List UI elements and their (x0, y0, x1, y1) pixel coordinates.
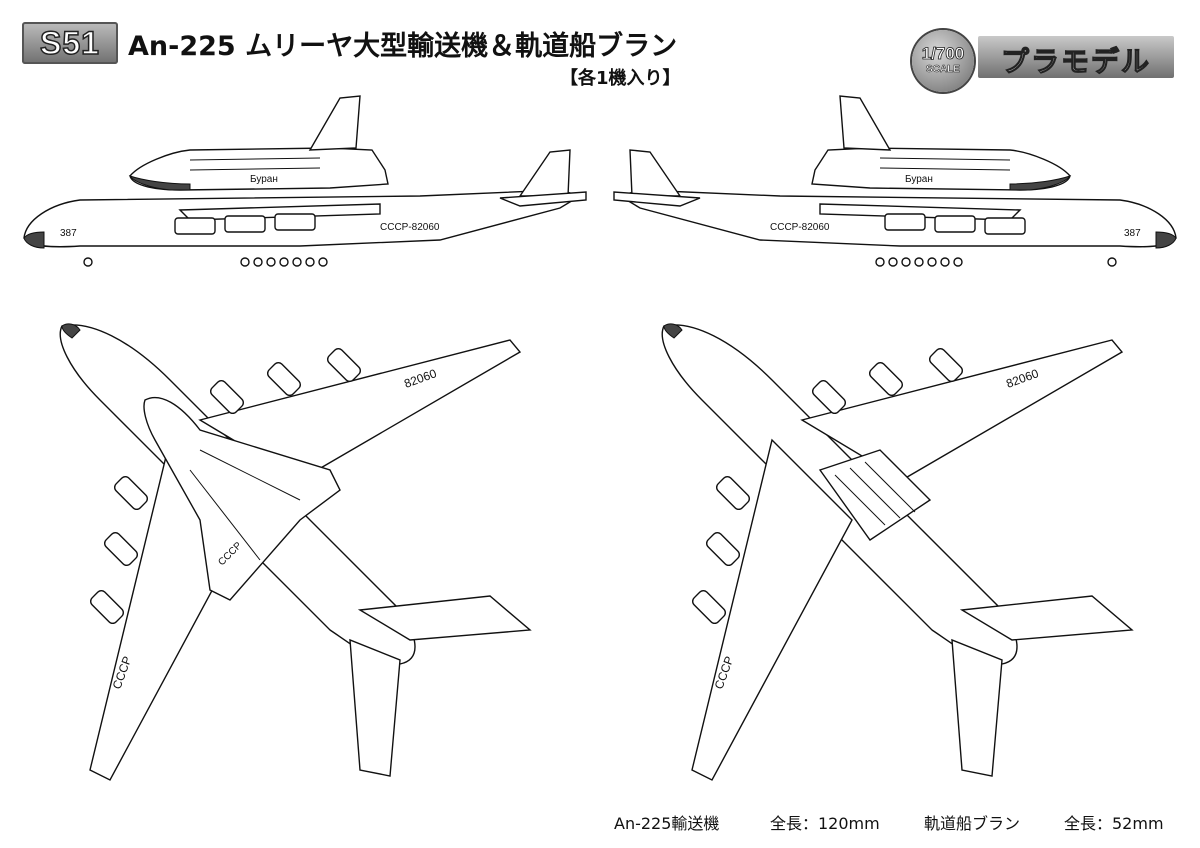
side-view-left: Буран 387 СССР-82060 (23, 95, 587, 267)
an225-top-engines (89, 347, 362, 625)
an225-bottom-left-wing (691, 438, 853, 781)
an225-side-left-stabilizer (499, 191, 587, 207)
registration-side-left: СССР-82060 (380, 222, 440, 233)
product-type-label: プラモデル (1000, 44, 1151, 78)
an225-side-right-stabilizer (613, 191, 701, 207)
an225-bottom-nose (663, 323, 683, 339)
an225-bottom-engines (691, 347, 964, 625)
an225-side-right-gear (875, 257, 1117, 267)
an225-side-left-nose (23, 231, 45, 249)
an225-top-nose (61, 323, 81, 339)
an225-top-right-stabilizer (357, 595, 532, 641)
an225-side-right-tail (629, 149, 682, 197)
top-view-with-buran: 82060 СССР СССР (59, 323, 532, 781)
buran-top (143, 396, 341, 601)
an225-side-right-engines (884, 213, 1026, 235)
scale-badge: 1/700 SCALE (912, 30, 974, 92)
an225-bottom-gear-bay (818, 449, 932, 541)
registration-side-right: СССР-82060 (770, 222, 830, 233)
buran-side-right-tail (839, 95, 892, 151)
product-type-badge: プラモデル (978, 36, 1174, 79)
bottom-view: 82060 СССР (661, 323, 1134, 781)
buran-side-left-nose (128, 175, 191, 191)
an225-side-left-engines (174, 213, 316, 235)
an225-top-left-stabilizer (349, 638, 401, 777)
buran-side-left-tail (308, 95, 361, 151)
series-badge: S51 (22, 22, 118, 64)
an225-side-right-nose (1155, 231, 1177, 249)
caption-an225-length: 全長：120mm (770, 814, 880, 833)
nose-code-left: 387 (60, 228, 77, 239)
series-badge-label: S51 (39, 24, 100, 62)
page-title: An-225 ムリーヤ大型輸送機＆軌道船ブラン (128, 31, 678, 62)
an225-side-left-gear (83, 257, 328, 267)
page-subtitle: 【各1機入り】 (560, 68, 681, 89)
buran-side-right-nose (1009, 175, 1072, 191)
scale-value: 1/700 (921, 44, 965, 64)
an225-bottom-right-stabilizer (959, 595, 1134, 641)
an225-side-left-tail (518, 149, 571, 197)
side-view-right: Буран 387 СССР-82060 (613, 95, 1177, 267)
caption-an225-name: An-225輸送機 (614, 814, 720, 833)
scale-word: SCALE (926, 64, 960, 76)
caption-buran-name: 軌道船ブラン (924, 814, 1021, 833)
an225-bottom-left-stabilizer (951, 638, 1003, 777)
buran-name-side-left: Буран (250, 174, 278, 185)
nose-code-right: 387 (1124, 228, 1141, 239)
buran-name-side-right: Буран (905, 174, 933, 185)
caption-buran-length: 全長：52mm (1064, 814, 1164, 833)
